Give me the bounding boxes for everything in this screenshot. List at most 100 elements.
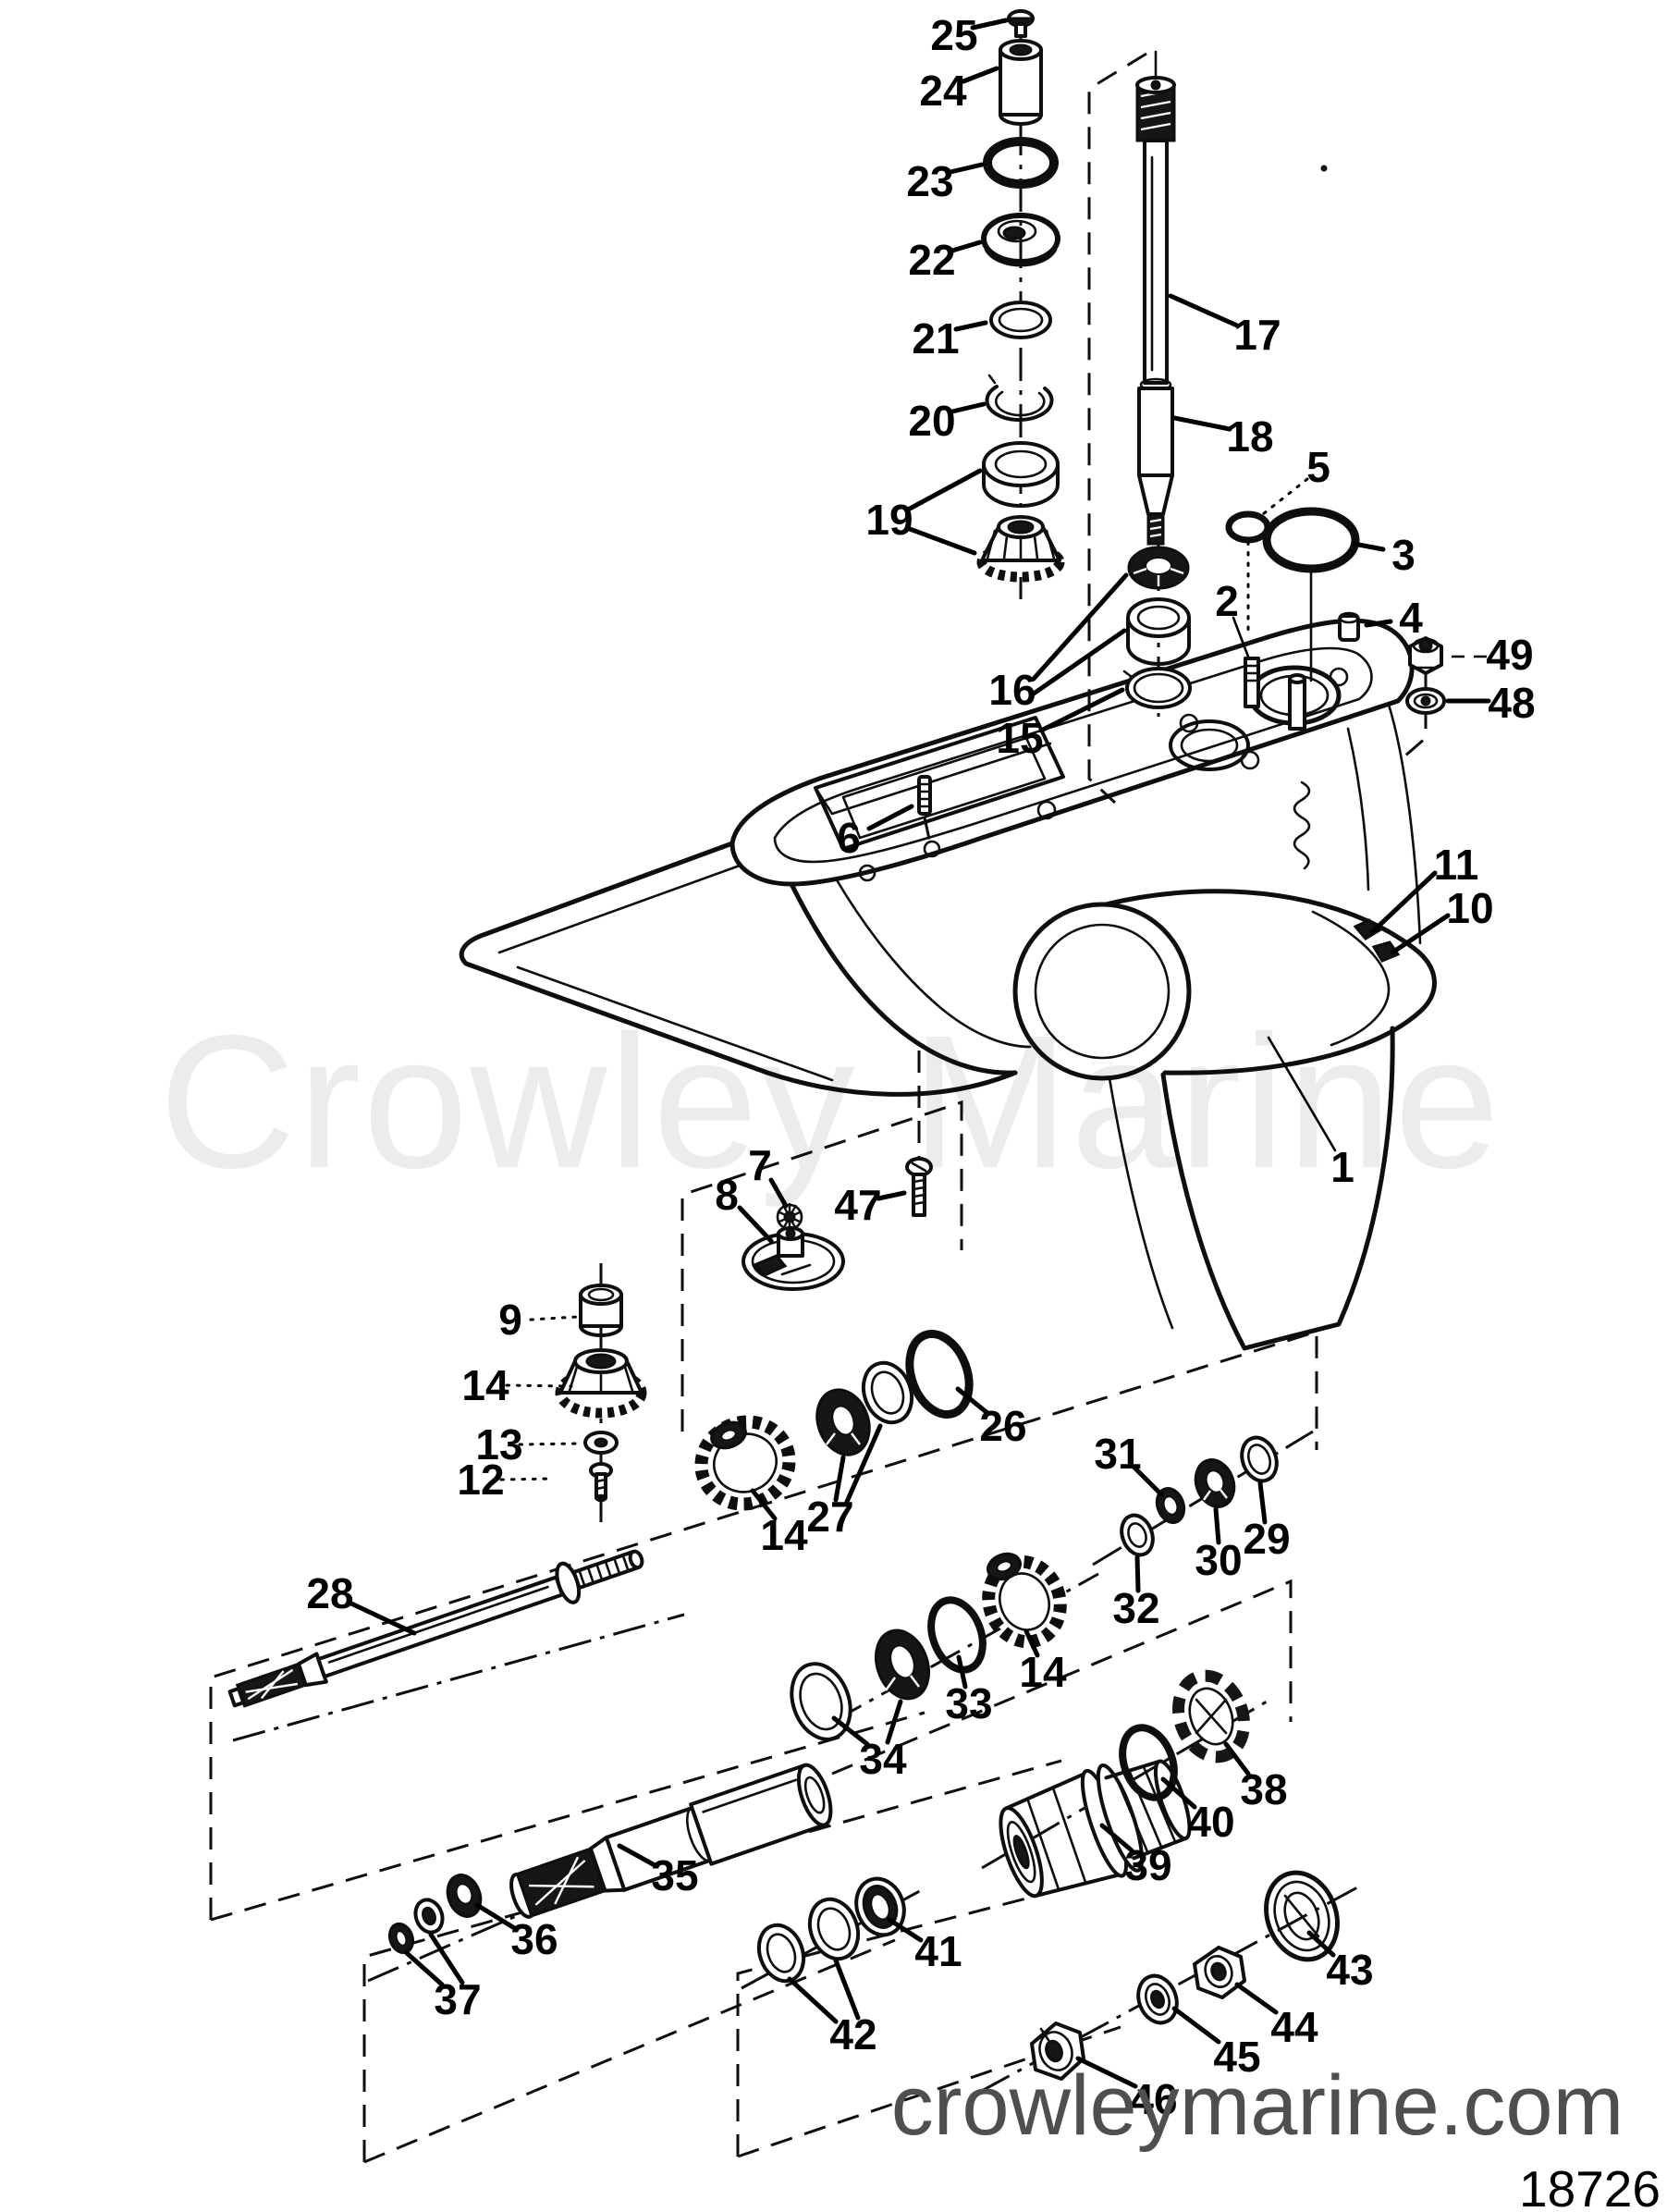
leader-line-14-0 — [750, 1488, 778, 1521]
leader-line-29-0 — [1257, 1481, 1268, 1525]
washer-45 — [1136, 1973, 1179, 2025]
washer-32 — [1120, 1513, 1155, 1557]
retaining-ring-15 — [1122, 667, 1192, 709]
part-label-10-19: 10 — [1446, 884, 1493, 932]
washers-37 — [387, 1898, 445, 1955]
gear-housing — [459, 618, 1437, 1351]
part-label-3-10: 3 — [1391, 531, 1416, 579]
leader-line-46-0 — [1075, 2056, 1138, 2089]
leader-line-25-0 — [970, 18, 1009, 31]
bearing-race-19 — [982, 441, 1060, 508]
part-label-8-22: 8 — [715, 1171, 739, 1219]
cover-cup-43 — [1264, 1870, 1340, 1962]
bearing-34 — [790, 1628, 931, 1741]
part-label-49-13: 49 — [1486, 631, 1533, 679]
leader-line-34-1 — [885, 1699, 903, 1745]
part-label-14-25: 14 — [461, 1361, 509, 1409]
bearing-carrier-39 — [999, 1759, 1192, 1899]
prop-shaft-35 — [509, 1763, 833, 1919]
leader-line-42-0 — [787, 1976, 839, 2024]
leader-line-33-0 — [956, 1654, 968, 1690]
part-label-2-11: 2 — [1215, 577, 1239, 625]
part-label-29-33: 29 — [1243, 1515, 1290, 1563]
part-label-38-44: 38 — [1240, 1765, 1287, 1813]
part-label-26-28: 26 — [979, 1402, 1026, 1450]
leader-line-43-0 — [1306, 1930, 1336, 1958]
ring-21 — [989, 301, 1052, 339]
leader-line-28-0 — [349, 1601, 417, 1636]
part-label-39-46: 39 — [1124, 1841, 1171, 1889]
leader-line-30-0 — [1213, 1506, 1221, 1545]
part-label-6-17: 6 — [837, 814, 861, 862]
part-label-28-35: 28 — [306, 1569, 353, 1617]
part-label-22-3: 22 — [908, 236, 955, 284]
leader-line-45-0 — [1171, 2006, 1221, 2045]
leader-line-15-0 — [1038, 687, 1125, 733]
part-label-33-36: 33 — [945, 1679, 992, 1727]
part-label-35-39: 35 — [651, 1851, 698, 1899]
part-label-48-14: 48 — [1488, 679, 1535, 727]
part-label-34-38: 34 — [859, 1735, 907, 1783]
washer-31 — [1155, 1487, 1186, 1524]
driveshaft-17-18 — [1135, 50, 1176, 546]
leader-line-26-0 — [955, 1386, 990, 1416]
leader-line-36-0 — [474, 1902, 519, 1932]
part-label-5-9: 5 — [1306, 443, 1330, 491]
part-label-4-12: 4 — [1399, 594, 1423, 642]
part-label-1-20: 1 — [1330, 1143, 1354, 1191]
leader-line-22-0 — [950, 240, 983, 253]
leader-line-39-0 — [1099, 1823, 1134, 1853]
ring-29 — [1240, 1435, 1279, 1483]
leader-line-1-0 — [1267, 1036, 1337, 1152]
part-label-40-45: 40 — [1187, 1798, 1234, 1846]
leader-line-32-0 — [1134, 1555, 1141, 1593]
snap-ring-20 — [985, 374, 1054, 422]
bearing-36 — [446, 1874, 483, 1918]
retainer-38 — [1172, 1669, 1250, 1763]
leader-line-6-0 — [866, 804, 914, 831]
leader-line-16-0 — [1031, 572, 1129, 682]
part-label-14-30: 14 — [760, 1511, 808, 1559]
oil-seals-42 — [756, 1897, 861, 1984]
leader-line-23-0 — [948, 162, 985, 175]
leader-line-10-0 — [1390, 913, 1451, 955]
leader-line-41-0 — [887, 1917, 924, 1943]
leader-line-9-0 — [529, 1315, 579, 1321]
part-label-13-26: 13 — [475, 1420, 522, 1469]
leader-line-21-0 — [953, 320, 988, 332]
deck-stud — [1288, 673, 1306, 731]
leader-line-42-1 — [833, 1958, 861, 2021]
part-label-18-8: 18 — [1226, 412, 1273, 461]
part-label-43-47: 43 — [1326, 1946, 1373, 1994]
part-label-47-23: 47 — [834, 1181, 881, 1229]
part-label-46-50: 46 — [1130, 2075, 1177, 2123]
washer-13 — [583, 1431, 619, 1455]
dowel-pin-4 — [1338, 611, 1360, 642]
trim-tab-screw-11 — [1353, 918, 1382, 940]
watermark-text: Crowley Marine — [159, 996, 1502, 1208]
driveshaft-bearing-stack — [976, 9, 1065, 583]
forward-gear-14 — [694, 1415, 796, 1511]
part-label-37-41: 37 — [434, 1975, 481, 2023]
nut-44 — [1193, 1946, 1246, 1999]
o-ring-40 — [1119, 1724, 1178, 1801]
part-label-23-2: 23 — [906, 157, 953, 205]
leader-line-8-0 — [737, 1205, 774, 1244]
bearing-cup-16 — [1126, 597, 1191, 666]
leader-line-18-0 — [1171, 415, 1232, 432]
leader-line-11-0 — [1369, 870, 1438, 935]
leader-line-16-1 — [1031, 628, 1127, 696]
bushing-24 — [999, 39, 1043, 126]
part-label-31-31: 31 — [1094, 1430, 1141, 1478]
trim-tab-screw-10 — [1371, 940, 1401, 963]
prop-nut-46 — [1030, 2022, 1085, 2081]
bearing-27 — [815, 1360, 914, 1456]
bushing-9 — [579, 1284, 623, 1337]
part-label-16-15: 16 — [988, 666, 1036, 714]
leader-line-3-0 — [1351, 541, 1386, 552]
o-ring-33 — [927, 1596, 987, 1674]
stud-6 — [917, 775, 932, 816]
part-label-45-49: 45 — [1213, 2033, 1260, 2081]
leader-line-2-0 — [1232, 616, 1250, 658]
